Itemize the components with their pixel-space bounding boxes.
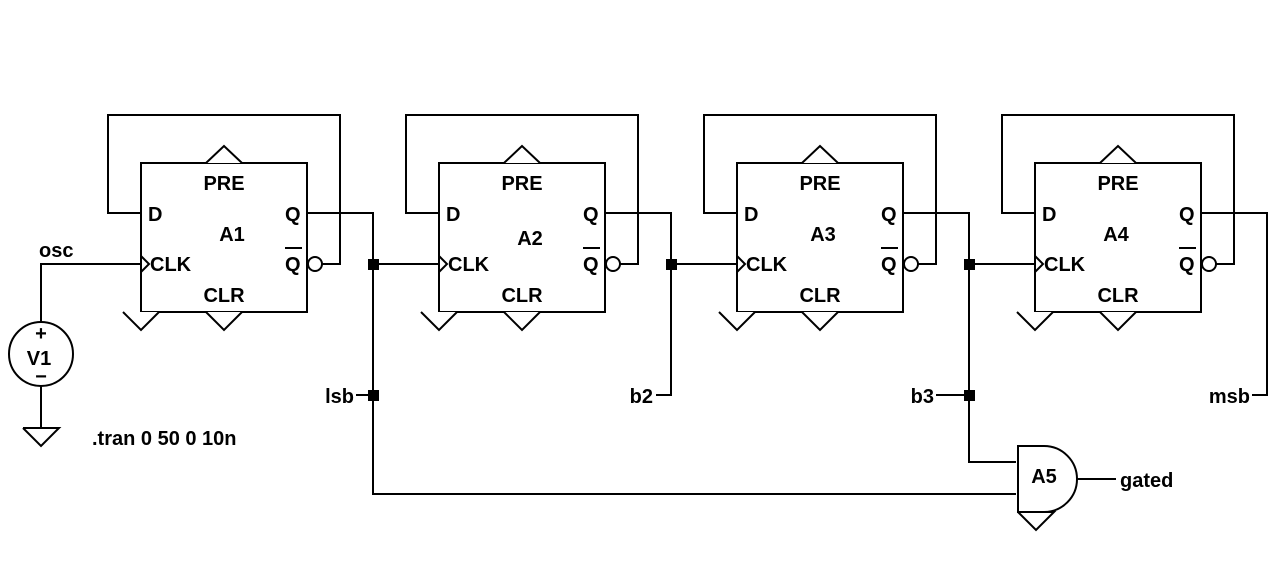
- junctions: [368, 259, 975, 401]
- source-plus-sign: +: [35, 323, 47, 345]
- flipflop-a4[interactable]: D CLK Q Q PRE CLR A4: [1001, 114, 1235, 332]
- net-label-osc: osc: [39, 240, 73, 262]
- net-label-msb: msb: [1209, 386, 1250, 408]
- clk-pin-label: CLK: [1044, 254, 1086, 276]
- net-label-gated: gated: [1120, 470, 1173, 492]
- net-label-b3: b3: [911, 386, 934, 408]
- net-label-lsb: lsb: [325, 386, 354, 408]
- ground-pin-triangle: [122, 311, 160, 332]
- clk-pin-label: CLK: [448, 254, 490, 276]
- d-pin-label: D: [744, 204, 758, 226]
- clk-pin-label: CLK: [746, 254, 788, 276]
- pre-pin-triangle: [205, 144, 243, 164]
- ground-pin-triangle: [420, 311, 458, 332]
- pre-pin-label: PRE: [1097, 173, 1138, 195]
- flipflop-a3[interactable]: D CLK Q Q PRE CLR A3: [703, 114, 937, 332]
- feedback-wire: [107, 114, 341, 265]
- voltage-source-v1[interactable]: + V1 −: [8, 321, 74, 448]
- pre-pin-label: PRE: [501, 173, 542, 195]
- pre-pin-triangle: [503, 144, 541, 164]
- junction-dot: [666, 259, 677, 270]
- qbar-inversion-bubble: [307, 256, 323, 272]
- source-minus-sign: −: [35, 366, 47, 388]
- clock-edge-marker: [1034, 255, 1045, 273]
- q-pin-label: Q: [285, 204, 301, 226]
- qbar-pin-label: Q: [1179, 254, 1195, 276]
- clr-pin-triangle: [205, 311, 243, 332]
- clr-pin-triangle: [801, 311, 839, 332]
- flipflop-a1[interactable]: D CLK Q Q PRE CLR A1: [107, 114, 341, 332]
- clock-edge-marker: [736, 255, 747, 273]
- osc-net-wire: [40, 263, 141, 322]
- clr-pin-triangle: [503, 311, 541, 332]
- pre-pin-triangle: [801, 144, 839, 164]
- q-pin-label: Q: [881, 204, 897, 226]
- feedback-wire: [703, 114, 937, 265]
- qbar-inversion-bubble: [1201, 256, 1217, 272]
- net-label-b2: b2: [630, 386, 653, 408]
- qbar-inversion-bubble: [903, 256, 919, 272]
- feedback-wire: [405, 114, 639, 265]
- clock-edge-marker: [438, 255, 449, 273]
- pre-pin-label: PRE: [799, 173, 840, 195]
- and-gate-a5[interactable]: A5: [1017, 445, 1078, 532]
- clr-pin-label: CLR: [1097, 285, 1139, 307]
- qbar-inversion-bubble: [605, 256, 621, 272]
- msb-net-wire: [1201, 212, 1268, 396]
- ground-pin-triangle: [1016, 311, 1054, 332]
- b2-net-wire: [605, 212, 672, 396]
- ground-pin-triangle: [718, 311, 756, 332]
- gate-ground-symbol: [1017, 511, 1057, 532]
- clr-pin-triangle: [1099, 311, 1137, 332]
- junction-dot: [964, 390, 975, 401]
- junction-dot: [368, 390, 379, 401]
- feedback-wire: [1001, 114, 1235, 265]
- clr-pin-label: CLR: [799, 285, 841, 307]
- junction-dot: [964, 259, 975, 270]
- clr-pin-label: CLR: [203, 285, 245, 307]
- d-pin-label: D: [446, 204, 460, 226]
- junction-dot: [368, 259, 379, 270]
- spice-directive[interactable]: .tran 0 50 0 10n: [92, 428, 237, 450]
- clk-pin-label: CLK: [150, 254, 192, 276]
- lsb-net-wire: [307, 212, 1016, 495]
- instance-name: A1: [219, 224, 245, 246]
- flipflop-body: [736, 162, 904, 313]
- pre-pin-label: PRE: [203, 173, 244, 195]
- d-pin-label: D: [148, 204, 162, 226]
- d-pin-label: D: [1042, 204, 1056, 226]
- instance-name: A2: [517, 228, 543, 250]
- gate-name: A5: [1031, 466, 1057, 488]
- ground-symbol: [22, 427, 62, 448]
- source-name: V1: [27, 348, 51, 370]
- qbar-pin-label: Q: [285, 254, 301, 276]
- b3-net-wire: [903, 212, 1016, 463]
- q-pin-label: Q: [583, 204, 599, 226]
- flipflop-a2[interactable]: D CLK Q Q PRE CLR A2: [405, 114, 639, 332]
- instance-name: A3: [810, 224, 836, 246]
- instance-name: A4: [1103, 224, 1129, 246]
- pre-pin-triangle: [1099, 144, 1137, 164]
- clock-edge-marker: [140, 255, 151, 273]
- qbar-pin-label: Q: [583, 254, 599, 276]
- qbar-pin-label: Q: [881, 254, 897, 276]
- q-pin-label: Q: [1179, 204, 1195, 226]
- clr-pin-label: CLR: [501, 285, 543, 307]
- flipflop-body: [140, 162, 308, 313]
